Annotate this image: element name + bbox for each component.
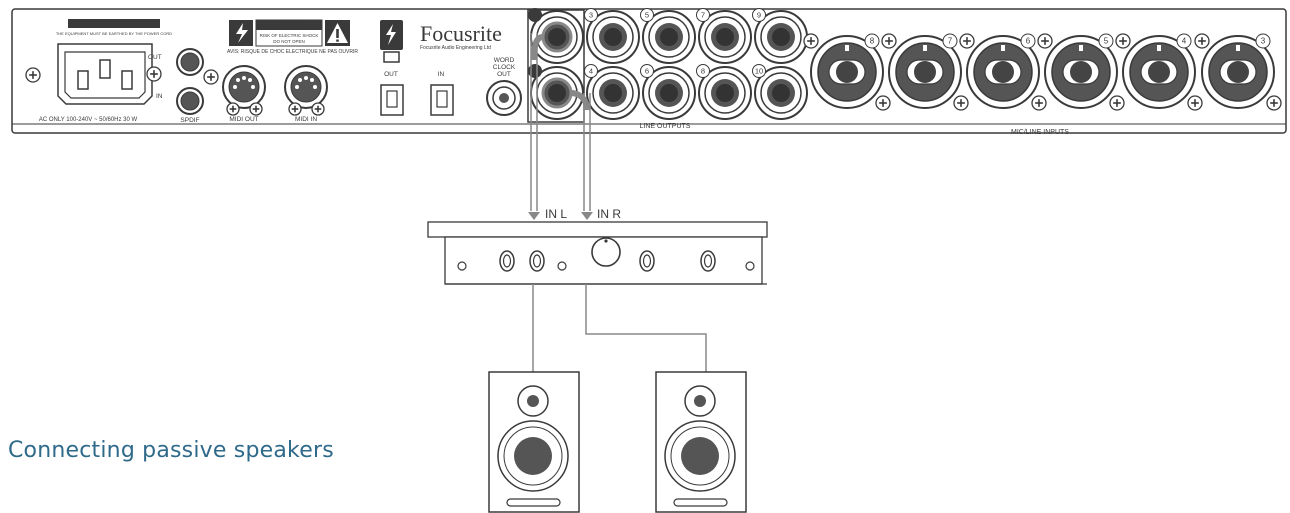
caution-line-2: DO NOT OPEN (273, 39, 304, 44)
amp-knob-3 (639, 250, 655, 272)
word-clock-line-2: CLOCK (493, 64, 516, 71)
speaker-right (655, 371, 747, 513)
caution-title: CAUTION (269, 21, 310, 31)
output-cables (530, 33, 591, 211)
power-inlet (57, 43, 153, 105)
power-rating-label: AC ONLY 100-240V ~ 50/60Hz 30 W (39, 117, 138, 123)
thunderbolt-port (380, 20, 403, 63)
midi-out-label: MIDI OUT (229, 116, 258, 123)
adat-out-label: OUT (384, 71, 398, 78)
mic-line-input-6-number: 6 (1026, 37, 1031, 46)
output-plugs (531, 21, 590, 111)
line-outputs-label: LINE OUTPUTS (640, 123, 691, 130)
mic-line-input-5-combo-jack: 5 (1037, 33, 1125, 111)
line-output-7-jack: 7 (696, 8, 752, 64)
interface-rear-panel: WARNING THE EQUIPMENT MUST BE EARTHED BY… (11, 8, 1287, 136)
in-left-arrow (528, 212, 540, 220)
line-output-6-jack-number: 6 (645, 67, 649, 76)
mic-line-input-8-combo-jack: 8 (803, 33, 891, 111)
line-output-8-jack-number: 8 (701, 67, 705, 76)
mic-line-input-4-number: 4 (1182, 37, 1187, 46)
amp-in-right-label: IN R (597, 207, 621, 221)
amp-volume-knob (591, 237, 621, 267)
mic-line-input-5-number: 5 (1104, 37, 1109, 46)
line-output-2-jack-number: 2 (533, 67, 537, 76)
amp-knob-1 (499, 250, 515, 272)
mic-line-input-7-combo-jack: 7 (881, 33, 969, 111)
mic-line-input-8-number: 8 (870, 37, 875, 46)
brand-subtitle: Focusrite Audio Engineering Ltd (420, 45, 491, 51)
diagram-caption: Connecting passive speakers (8, 438, 334, 463)
line-output-9-jack: 9 (752, 8, 808, 64)
speaker-left (488, 371, 580, 513)
adat-in-port (430, 84, 454, 116)
power-amplifier (427, 221, 768, 285)
warning-text: THE EQUIPMENT MUST BE EARTHED BY THE POW… (56, 31, 172, 36)
amp-knob-4 (700, 250, 716, 272)
word-clock-bnc (486, 80, 522, 116)
word-clock-line-3: OUT (497, 71, 511, 78)
midi-in-port (284, 65, 328, 109)
speaker-cables (532, 284, 707, 372)
amp-knob-2 (529, 250, 545, 272)
warning-label: WARNING THE EQUIPMENT MUST BE EARTHED BY… (56, 19, 172, 36)
amp-led-left (457, 261, 467, 271)
midi-out-port (222, 65, 266, 109)
spdif-label: SPDIF (180, 117, 199, 124)
line-output-3-jack-number: 3 (589, 11, 593, 20)
caution-line-1: RISK OF ELECTRIC SHOCK (260, 33, 319, 38)
amp-in-left-label: IN L (545, 207, 567, 221)
line-output-10-jack-number: 10 (755, 67, 763, 76)
line-output-4-jack-number: 4 (589, 67, 593, 76)
in-right-arrow (581, 212, 593, 220)
mic-line-input-6-combo-jack: 6 (959, 33, 1047, 111)
line-output-10-jack: 10 (752, 64, 808, 120)
mic-line-inputs-label: MIC/LINE INPUTS (1011, 129, 1069, 136)
amp-led-right (745, 261, 755, 271)
mic-line-input-4-combo-jack: 4 (1115, 33, 1203, 111)
line-output-7-jack-number: 7 (701, 11, 705, 20)
line-output-8-jack: 8 (696, 64, 752, 120)
line-output-5-jack-number: 5 (645, 11, 649, 20)
amp-led-mid (557, 261, 567, 271)
line-output-6-jack: 6 (640, 64, 696, 120)
brand-name: Focusrite (420, 21, 502, 46)
mic-line-input-3-number: 3 (1261, 37, 1266, 46)
spdif-in-label: IN (156, 93, 163, 100)
line-output-9-jack-number: 9 (757, 11, 761, 20)
line-output-4-jack: 4 (584, 64, 640, 120)
spdif-connectors (176, 48, 204, 115)
caution-label: CAUTION RISK OF ELECTRIC SHOCK DO NOT OP… (229, 19, 350, 47)
line-output-5-jack: 5 (640, 8, 696, 64)
adat-in-label: IN (438, 71, 445, 78)
caution-avis: AVIS: RISQUE DE CHOC ELECTRIQUE NE PAS O… (227, 49, 358, 55)
line-output-3-jack: 3 (584, 8, 640, 64)
warning-title: WARNING (95, 20, 133, 29)
midi-in-label: MIDI IN (295, 116, 317, 123)
word-clock-line-1: WORD (494, 57, 515, 64)
spdif-out-label: OUT (148, 54, 162, 61)
adat-out-port (380, 84, 404, 116)
mic-line-input-3-combo-jack: 3 (1194, 33, 1282, 111)
mic-line-input-7-number: 7 (948, 37, 953, 46)
line-output-1-jack-number: 1 (533, 11, 537, 20)
